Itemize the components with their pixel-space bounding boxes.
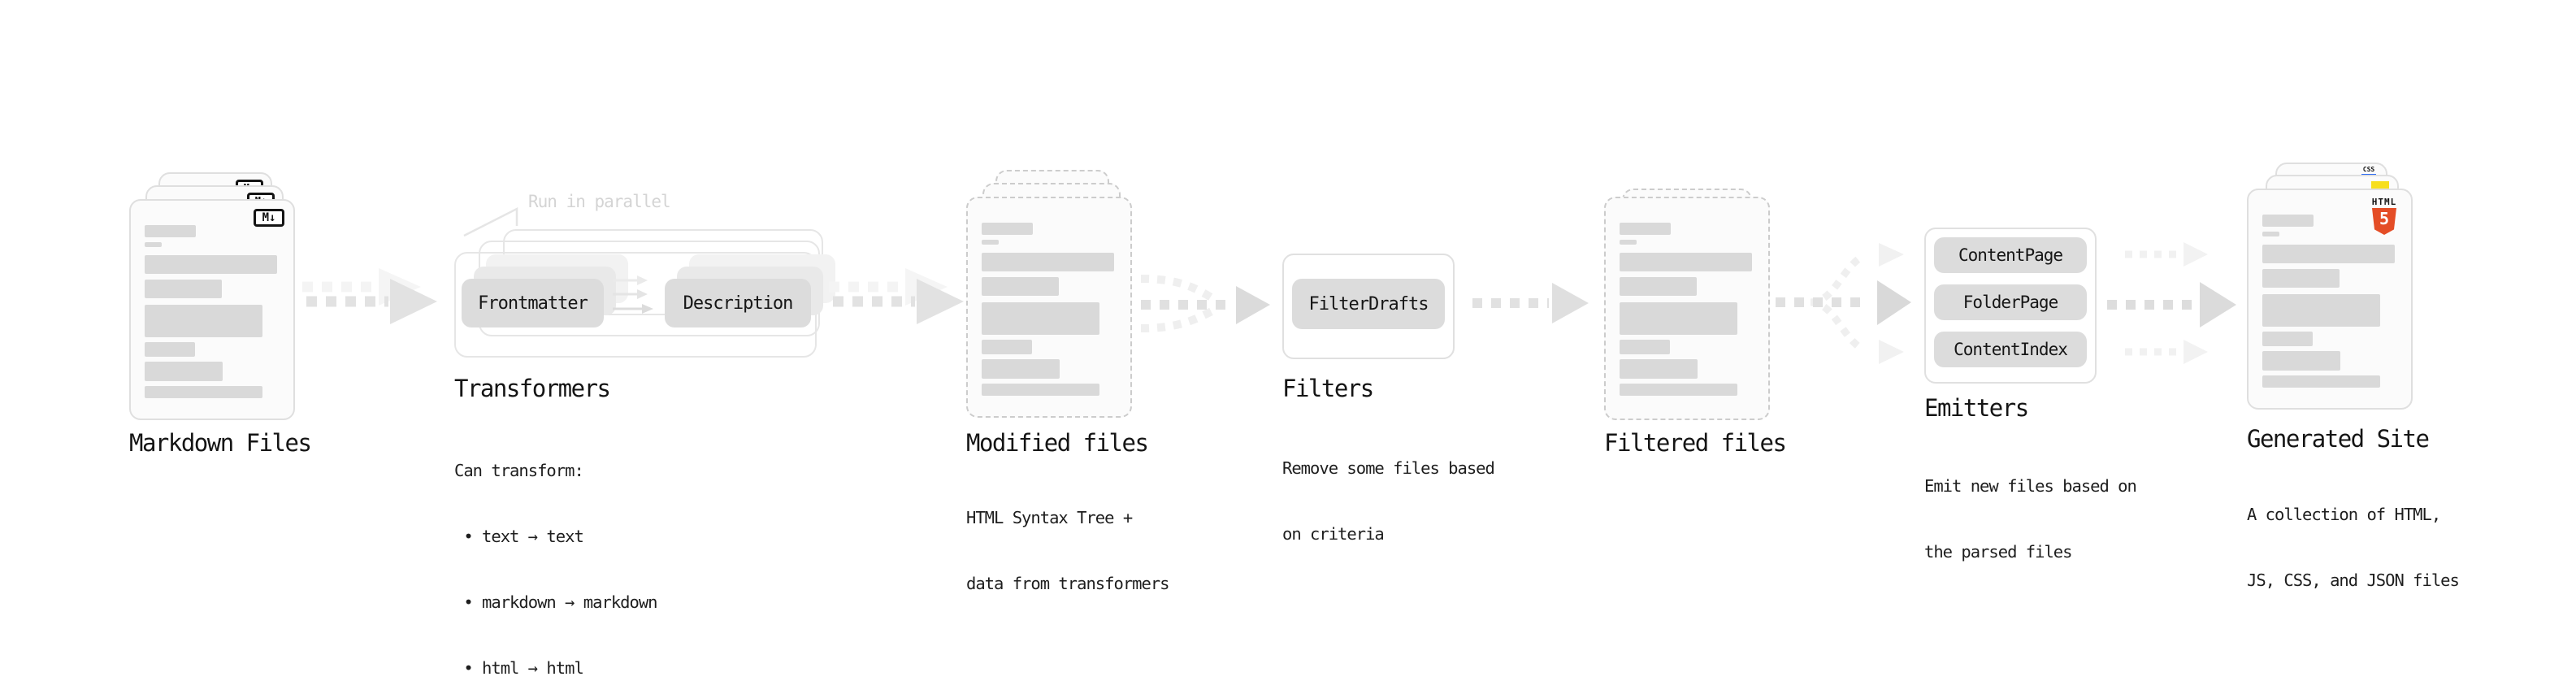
markdown-files-stack: M↓ M↓ M↓ <box>129 172 324 420</box>
filtered-files-stack <box>1604 189 1799 428</box>
description-box: Description <box>665 279 811 327</box>
contentindex-box: ContentIndex <box>1934 332 2087 367</box>
js-icon <box>2371 181 2389 190</box>
transformers-description: Can transform: • text → text • markdown … <box>454 461 658 678</box>
modified-files-description: HTML Syntax Tree + data from transformer… <box>966 508 1170 593</box>
emitters-description: Emit new files based on the parsed files <box>1924 476 2137 562</box>
arrow-filtered-to-emitters-diverge <box>1776 243 1911 364</box>
arrow-modified-to-filters-merge <box>1140 275 1270 332</box>
transformers-title: Transformers <box>454 375 611 402</box>
markdown-icon: M↓ <box>254 209 284 227</box>
markdown-doc-front: M↓ <box>129 199 295 420</box>
site-doc-html: HTML 5 <box>2247 189 2413 410</box>
generated-site-description: A collection of HTML, JS, CSS, and JSON … <box>2247 505 2460 590</box>
folderpage-box: FolderPage <box>1934 284 2087 320</box>
modified-files-title: Modified files <box>966 429 1149 457</box>
filters-description: Remove some files based on criteria <box>1282 458 1495 544</box>
arrow-filters-to-filtered <box>1472 283 1589 323</box>
filtered-files-title: Filtered files <box>1604 429 1787 457</box>
filtered-doc-front <box>1604 197 1770 420</box>
run-in-parallel-annotation: Run in parallel <box>528 192 671 211</box>
frontmatter-box: Frontmatter <box>462 279 604 327</box>
parallel-flow-arrows <box>613 275 653 314</box>
filters-title: Filters <box>1282 375 1374 402</box>
markdown-files-title: Markdown Files <box>129 429 312 457</box>
arrows-emitters-to-site <box>2107 242 2236 364</box>
html5-icon: HTML 5 <box>2366 197 2403 235</box>
arrow-transformers-to-modified <box>829 268 964 324</box>
emitters-title: Emitters <box>1924 394 2029 422</box>
generated-site-stack: CSS HTML 5 <box>2247 163 2442 410</box>
arrow-markdown-to-transformers <box>302 268 437 324</box>
contentpage-box: ContentPage <box>1934 237 2087 273</box>
annotation-leader-line <box>463 206 518 237</box>
modified-files-stack <box>966 170 1161 418</box>
filterdrafts-box: FilterDrafts <box>1292 279 1445 329</box>
generated-site-title: Generated Site <box>2247 425 2430 453</box>
modified-doc-front <box>966 197 1132 418</box>
